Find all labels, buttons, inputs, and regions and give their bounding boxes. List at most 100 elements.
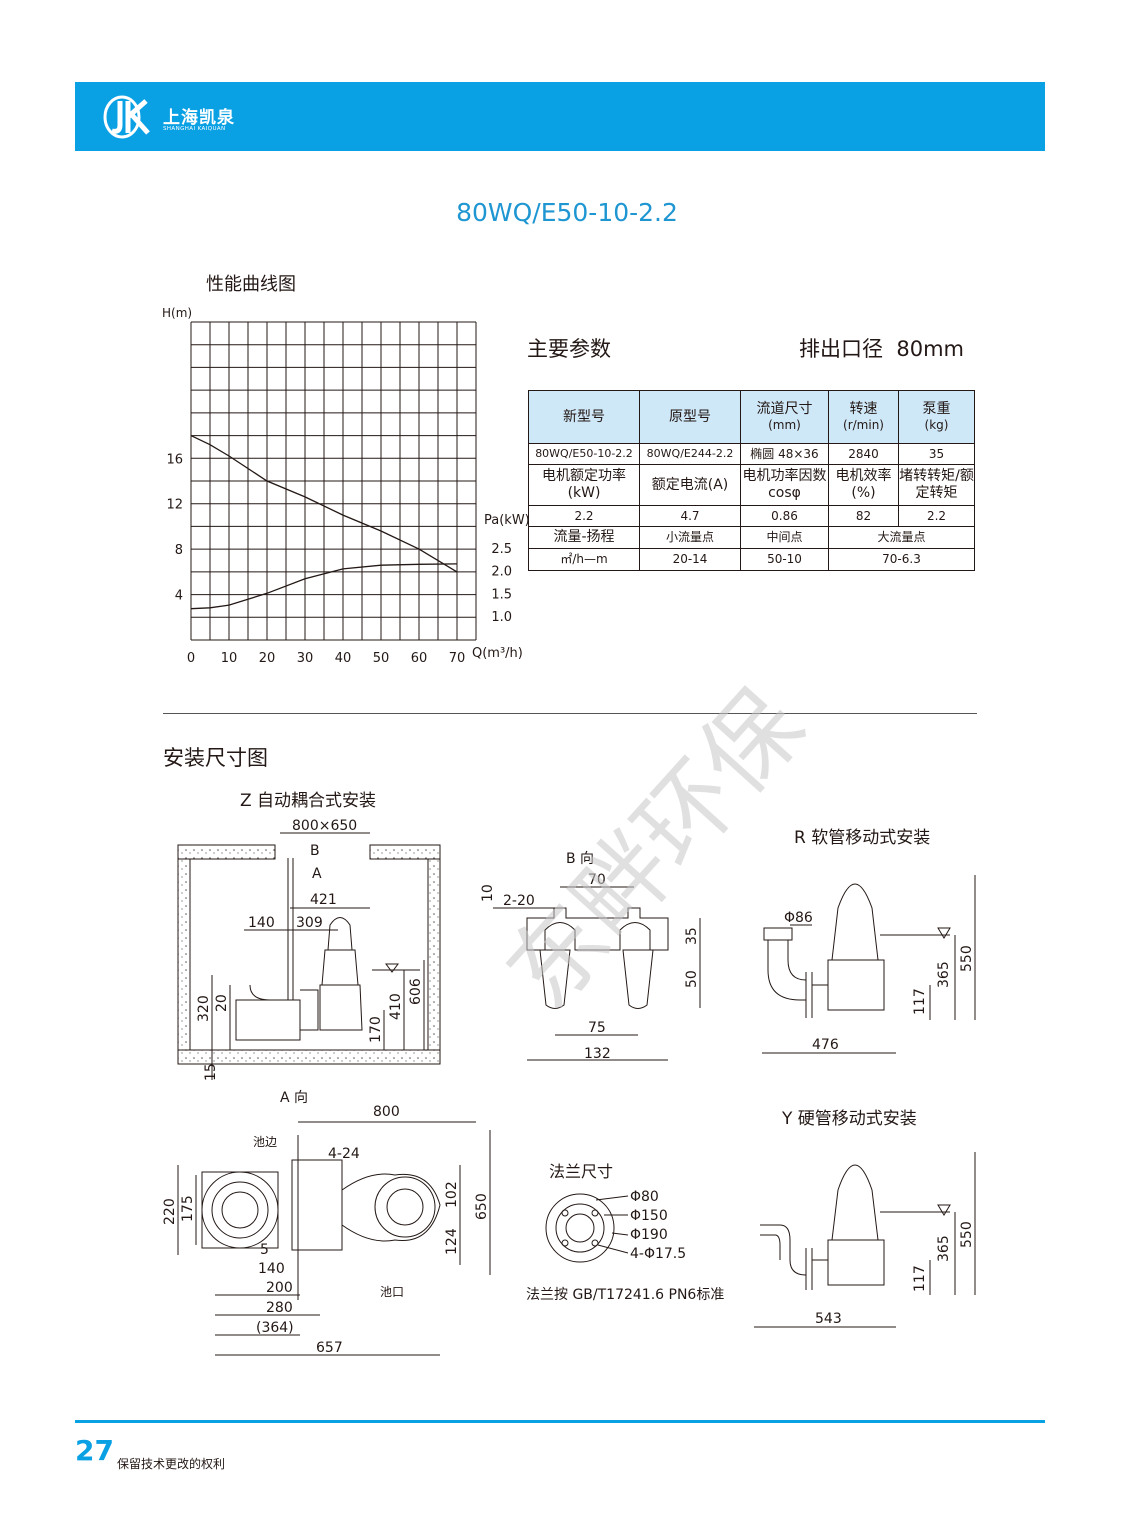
svg-text:421: 421 — [310, 892, 337, 908]
page-number: 27 — [75, 1434, 114, 1467]
svg-text:543: 543 — [815, 1311, 842, 1327]
svg-text:657: 657 — [316, 1340, 343, 1356]
svg-text:池边: 池边 — [253, 1135, 277, 1149]
p-tick-label: 2.0 — [491, 565, 512, 580]
r-hose-drawing — [763, 883, 951, 1018]
svg-text:550: 550 — [959, 1221, 975, 1248]
flange-drawing — [545, 1193, 629, 1263]
table-cell: 2.2 — [898, 505, 975, 527]
svg-text:280: 280 — [266, 1300, 293, 1316]
x-tick-label: 70 — [449, 651, 466, 666]
svg-text:320: 320 — [196, 995, 212, 1022]
p-tick-label: 2.5 — [491, 542, 512, 557]
table-cell: ㎡/h—m — [528, 548, 640, 571]
main-params-title: 主要参数 — [527, 337, 611, 361]
flange-note: 法兰按 GB/T17241.6 PN6标准 — [526, 1287, 725, 1303]
a-direction-drawing — [201, 1135, 441, 1300]
brand-name-cn: 上海凯泉 — [163, 108, 235, 128]
table-row: 电机额定功率 (kW) 额定电流(A) 电机功率因数cosφ 电机效率(%) 堵… — [528, 464, 975, 506]
svg-text:200: 200 — [266, 1280, 293, 1296]
x-tick-label: 30 — [297, 651, 314, 666]
svg-text:309: 309 — [296, 915, 323, 931]
svg-text:(364): (364) — [256, 1320, 294, 1336]
x-tick-label: 40 — [335, 651, 352, 666]
head-curve — [190, 435, 458, 573]
chart-curves — [190, 435, 458, 610]
svg-text:35: 35 — [684, 927, 700, 945]
svg-text:B: B — [310, 843, 320, 859]
table-cell: 2.2 — [528, 505, 640, 527]
p-tick-label: 1.0 — [491, 610, 512, 625]
svg-text:606: 606 — [408, 978, 424, 1005]
outlet-diameter: 排出口径 80mm — [799, 333, 964, 363]
svg-text:70: 70 — [588, 872, 606, 888]
outlet-value: 80mm — [896, 337, 964, 361]
svg-text:Φ86: Φ86 — [784, 910, 813, 926]
x-tick-label: 10 — [221, 651, 238, 666]
table-cell: 原型号 — [639, 390, 741, 444]
svg-text:140: 140 — [248, 915, 275, 931]
svg-text:550: 550 — [959, 945, 975, 972]
brand-logo-icon — [102, 95, 252, 139]
table-cell: 4.7 — [639, 505, 741, 527]
svg-text:池口: 池口 — [380, 1285, 404, 1299]
watermark: 东畔环保 — [485, 669, 825, 1029]
table-cell: 50-10 — [740, 548, 829, 571]
svg-text:175: 175 — [180, 1195, 196, 1222]
h-tick-label: 8 — [175, 543, 183, 558]
table-cell: 转速(r/min) — [828, 390, 899, 444]
table-cell: 20-14 — [639, 548, 741, 571]
params-table: 新型号 原型号 流道尺寸(mm) 转速(r/min) 泵重(kg) 80WQ/E… — [528, 390, 975, 571]
table-cell: 2840 — [828, 443, 899, 465]
table-cell: 80WQ/E50-10-2.2 — [528, 443, 640, 465]
table-cell: 流量-扬程 — [528, 526, 640, 549]
svg-text:75: 75 — [588, 1020, 606, 1036]
x-tick-label: 0 — [187, 651, 195, 666]
table-cell: 82 — [828, 505, 899, 527]
table-cell: 新型号 — [528, 390, 640, 444]
svg-text:2-20: 2-20 — [503, 893, 535, 909]
y-axis-label-head: H(m) — [162, 306, 192, 320]
install-section-title: 安装尺寸图 — [163, 746, 268, 770]
h-tick-label: 4 — [175, 589, 183, 604]
section-divider — [163, 713, 977, 714]
b-direction-title: B 向 — [566, 851, 595, 867]
table-row: 80WQ/E50-10-2.2 80WQ/E244-2.2 椭圆 48×36 2… — [528, 443, 975, 465]
svg-text:365: 365 — [936, 961, 952, 988]
svg-text:102: 102 — [444, 1181, 460, 1208]
model-title: 80WQ/E50-10-2.2 — [456, 198, 678, 227]
svg-text:Φ80: Φ80 — [630, 1189, 659, 1205]
brand-name-en: SHANGHAI KAIQUAN — [163, 126, 226, 132]
svg-text:15: 15 — [203, 1063, 219, 1081]
svg-text:650: 650 — [474, 1193, 490, 1220]
x-axis-label: Q(m³/h) — [472, 646, 523, 661]
flange-title: 法兰尺寸 — [549, 1162, 614, 1181]
svg-text:800: 800 — [373, 1104, 400, 1120]
a-direction-title: A 向 — [280, 1090, 309, 1106]
table-row: 2.2 4.7 0.86 82 2.2 — [528, 505, 975, 527]
svg-text:132: 132 — [584, 1046, 611, 1062]
table-cell: 0.86 — [740, 505, 829, 527]
performance-section-title: 性能曲线图 — [206, 274, 296, 295]
svg-text:476: 476 — [812, 1037, 839, 1053]
r-install-title: R 软管移动式安装 — [794, 828, 931, 848]
svg-text:A: A — [312, 866, 322, 882]
y-install-title: Y 硬管移动式安装 — [782, 1109, 917, 1129]
svg-text:140: 140 — [258, 1261, 285, 1277]
svg-text:117: 117 — [912, 1265, 928, 1292]
table-cell: 椭圆 48×36 — [740, 443, 829, 465]
svg-text:10: 10 — [480, 884, 496, 902]
power-curve — [190, 563, 458, 610]
table-cell: 80WQ/E244-2.2 — [639, 443, 741, 465]
table-cell: 额定电流(A) — [639, 464, 741, 506]
table-cell: 电机效率(%) — [828, 464, 899, 506]
header-band — [75, 82, 1045, 151]
z-pit-drawing — [177, 844, 441, 1065]
h-tick-label: 12 — [166, 498, 183, 513]
x-tick-label: 20 — [259, 651, 276, 666]
svg-text:50: 50 — [684, 970, 700, 988]
rights-note: 保留技术更改的权利 — [117, 1457, 226, 1471]
b-direction-drawing — [526, 907, 669, 1009]
